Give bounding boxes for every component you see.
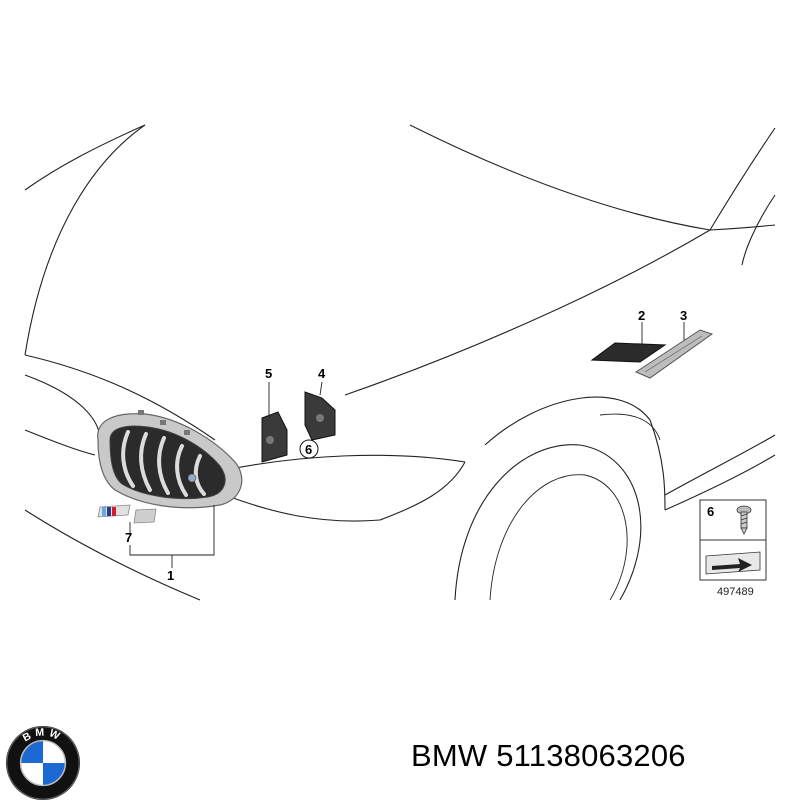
screw-legend: 6 497489 — [699, 499, 767, 598]
svg-text:BMW: BMW — [21, 726, 65, 744]
parts-diagram: 5 4 6 2 3 7 1 6 497489 — [24, 124, 776, 601]
bmw-logo: BMW — [5, 725, 81, 801]
callout-6: 6 — [305, 442, 312, 457]
reference-number: 497489 — [717, 586, 754, 598]
callout-2: 2 — [638, 308, 645, 323]
callout-3: 3 — [680, 308, 687, 323]
side-vent-2 — [590, 342, 667, 363]
car-outline — [24, 124, 776, 601]
m-badge — [97, 504, 157, 524]
legend-number: 6 — [707, 504, 714, 519]
bracket-4 — [304, 391, 336, 441]
callout-4: 4 — [318, 366, 326, 381]
callout-7: 7 — [125, 530, 132, 545]
screw-icon — [736, 505, 752, 535]
kidney-grille — [97, 410, 243, 509]
bracket-5 — [261, 411, 288, 463]
callout-1: 1 — [167, 568, 174, 583]
side-vent-3 — [634, 329, 714, 379]
brand-name: BMW — [411, 738, 488, 773]
logo-letters: BMW — [21, 726, 61, 744]
part-number: 51138063206 — [496, 738, 686, 773]
leader-lines — [129, 322, 685, 568]
part-label: BMW 51138063206 — [411, 738, 686, 774]
callout-5: 5 — [265, 366, 272, 381]
panel-arrow-icon — [705, 551, 761, 575]
